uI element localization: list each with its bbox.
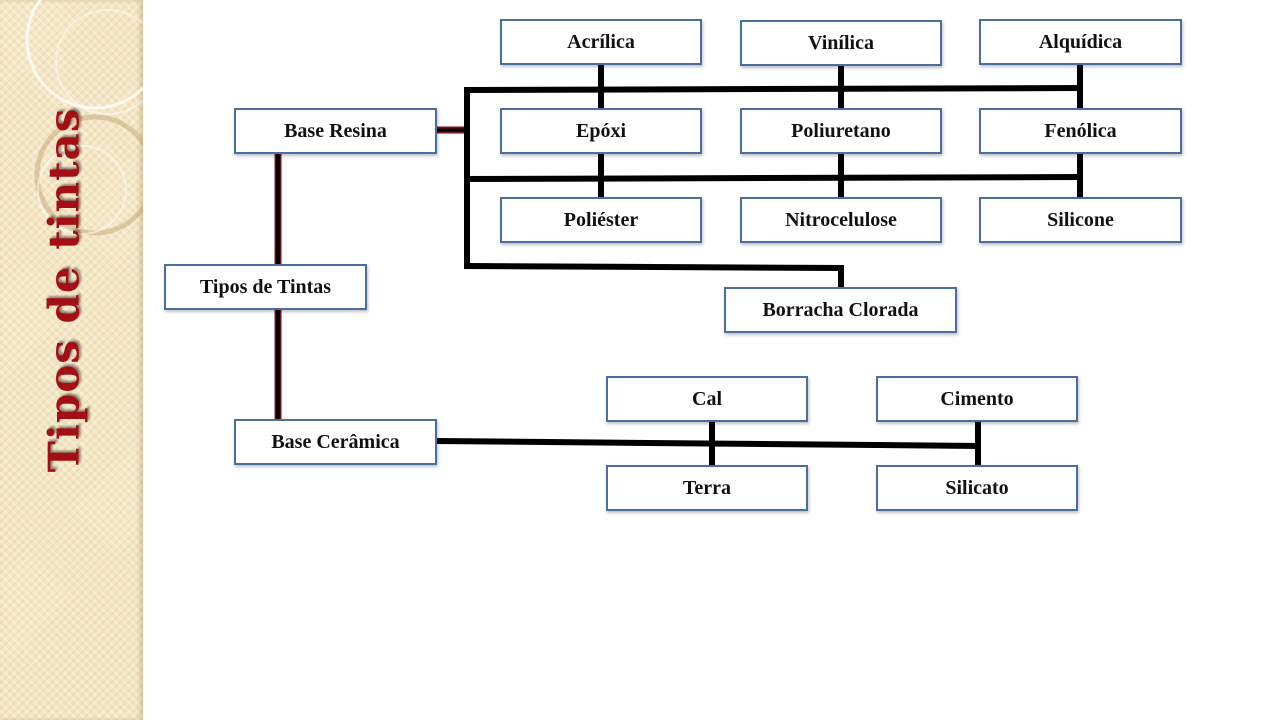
node-silicone: Silicone xyxy=(979,197,1182,243)
connector-middle-bus xyxy=(463,173,1084,183)
node-fenolica: Fenólica xyxy=(979,108,1182,154)
connector-ceramic-bus xyxy=(433,437,982,450)
node-poliester: Poliéster xyxy=(500,197,702,243)
node-tipos-de-tintas: Tipos de Tintas xyxy=(164,264,367,310)
decorative-swirl-icon xyxy=(25,0,143,236)
connector-top-bus xyxy=(463,84,1084,94)
node-borracha-clorada: Borracha Clorada xyxy=(724,287,957,333)
node-terra: Terra xyxy=(606,465,808,511)
node-acrilica: Acrílica xyxy=(500,19,702,65)
node-base-resina: Base Resina xyxy=(234,108,437,154)
node-nitrocelulose: Nitrocelulose xyxy=(740,197,942,243)
node-poliuretano: Poliuretano xyxy=(740,108,942,154)
connector-bottom-bus xyxy=(463,262,844,290)
node-cimento: Cimento xyxy=(876,376,1078,422)
node-epoxi: Epóxi xyxy=(500,108,702,154)
node-cal: Cal xyxy=(606,376,808,422)
node-alquidica: Alquídica xyxy=(979,19,1182,65)
node-vinilica: Vinílica xyxy=(740,20,942,66)
node-base-ceramica: Base Cerâmica xyxy=(234,419,437,465)
decorative-side-panel: Tipos de tintas xyxy=(0,0,143,720)
node-silicato: Silicato xyxy=(876,465,1078,511)
